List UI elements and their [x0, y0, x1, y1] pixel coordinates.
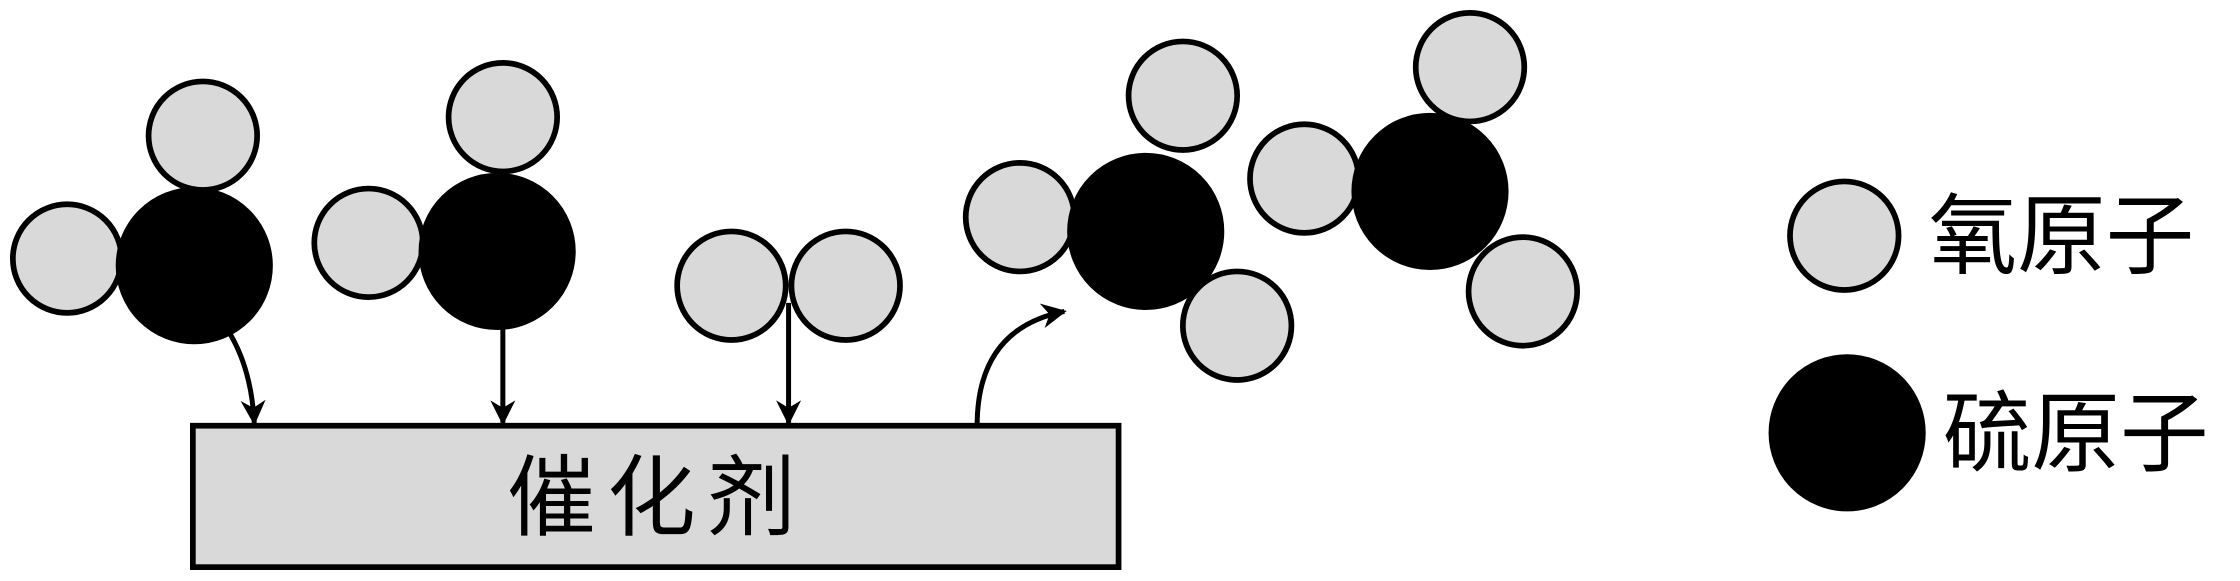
- oxygen-atom: [1179, 268, 1295, 383]
- sulfur-atom: [418, 172, 576, 330]
- oxygen-atom: [962, 159, 1078, 275]
- oxygen-atom: [445, 59, 561, 175]
- adsorption-arrow-1: [226, 330, 266, 426]
- oxygen-atom: [1125, 38, 1240, 153]
- so3-molecule-1: [962, 38, 1295, 383]
- legend-item-sulfur: 硫原子: [1768, 354, 2209, 512]
- so2-molecule-2: [311, 59, 576, 330]
- legend-label-oxygen: 氧原子: [1929, 185, 2195, 288]
- oxygen-atom: [10, 201, 125, 316]
- oxygen-atom: [1465, 234, 1580, 349]
- desorption-arrow: [974, 303, 1067, 426]
- sulfur-atom: [115, 187, 273, 345]
- o2-molecule: [674, 228, 903, 343]
- legend-label-sulfur: 硫原子: [1943, 382, 2209, 485]
- oxygen-atom: [145, 78, 261, 193]
- catalyst-block: 催化剂: [190, 422, 1122, 570]
- oxygen-atom: [788, 228, 903, 343]
- oxygen-atom: [674, 228, 789, 343]
- oxygen-atom: [1412, 9, 1528, 125]
- oxygen-atom: [311, 185, 426, 300]
- sulfur-atom: [1351, 112, 1509, 270]
- sulfur-legend-swatch: [1768, 354, 1926, 512]
- legend-item-oxygen: 氧原子: [1787, 178, 2195, 293]
- legend: 氧原子 硫原子: [1768, 178, 2209, 512]
- oxygen-atom: [1247, 121, 1362, 236]
- catalyst-label: 催化剂: [507, 447, 807, 550]
- so3-molecule-2: [1247, 9, 1580, 349]
- oxygen-legend-swatch: [1787, 178, 1902, 293]
- so2-molecule-1: [10, 78, 273, 345]
- sulfur-atom: [1067, 152, 1225, 310]
